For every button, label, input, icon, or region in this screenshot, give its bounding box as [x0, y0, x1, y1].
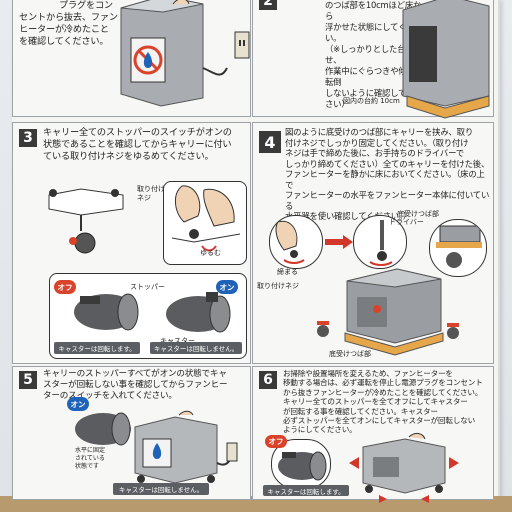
step4-line: しっかり締めてください）全てのキャリーを付けた後、 [285, 158, 490, 169]
step4-flange-label: 底受けつば部 [397, 210, 439, 218]
step3-line: 状態であることを確認してからキャリーに付い [43, 139, 232, 150]
step3-text: キャリー全てのストッパーのスイッチがオンの 状態であることを確認してからキャリー… [43, 127, 248, 163]
step3-zoom-box: ゆるむ [163, 181, 247, 265]
step3-number: 3 [19, 129, 37, 147]
step4-zoom-tighten [269, 215, 323, 269]
caster-screw-illustration [48, 188, 124, 254]
step2-number: 2 [259, 0, 277, 10]
caster-off-icon [74, 293, 139, 331]
step4-line: ファンヒーターを静かに床においてください。（床の上で [285, 169, 485, 190]
step2-text: のつば部を10cmほど床から 浮かせた状態にしてください。 （※しっかりとした台… [325, 0, 425, 110]
step3-stopper-box: オフ オン ストッパー キャスター キャスターは回転します。 キャスターは回転し… [49, 273, 247, 359]
step3-panel: 3 キャリー全てのストッパーのスイッチがオンの 状態であることを確認してからキャ… [12, 122, 251, 364]
step3-off-badge: オフ [54, 280, 76, 294]
hand-tightening-screw-icon [275, 220, 305, 264]
step5-stopper-note: 水平に固定 されている 状態です [75, 447, 106, 470]
step2-panel: 2 のつば部を10cmほど床から 浮かせた状態にしてください。 （※しっかりとし… [252, 0, 494, 119]
step2-stand-label: 図内の台約 10cm [343, 97, 400, 105]
step6-text: お掃除や設置場所を変えるため、ファンヒーターを 移動する場合は、必ず運転を停止し… [283, 369, 491, 435]
step3-line: ている取り付けネジをゆるめてください。 [43, 151, 214, 162]
red-arrow-icon [325, 235, 353, 249]
step4-line: ファンヒーターの水平をファンヒーター本体に付いている [285, 190, 490, 211]
step5-line: スターが回転しない事を確認してからファンヒー [43, 380, 228, 390]
step4-screw-label: 取り付けネジ [257, 282, 299, 290]
step4-zoom-flange [429, 219, 487, 277]
step4-tighten-label: 締まる [277, 268, 298, 276]
step6-line: 移動する場合は、必ず運転を停止し電源プラグをコンセント [283, 378, 483, 388]
step6-off-badge: オフ [265, 435, 287, 448]
step4-line: 水平器を使い確認してください。） [285, 211, 412, 221]
step2-line: 作業中にぐらつきや傾き・転倒 [325, 66, 423, 87]
step6-line: 必ずストッパーを全てオンにしてキャスターが回転しない [283, 416, 476, 426]
step3-screw-label: 取り付け ネジ [137, 185, 165, 202]
step1-line: プラグをコン [59, 0, 113, 11]
step4-line: 付けネジでしっかり固定してください。（取り付け [285, 137, 469, 148]
step5-caption: キャスターは回転しません。 [113, 483, 209, 495]
step4-zoom-driver [353, 215, 407, 269]
heater-running-illustration [134, 410, 238, 484]
step5-panel: 5 キャリーのストッパーすべてがオンの状態でキャ スターが回転しない事を確認して… [12, 366, 251, 500]
step6-zoom-off [271, 439, 331, 489]
step6-line: キャリー全てのストッパーを全てオフにしてキャスター [283, 397, 468, 407]
step5-on-badge: オン [67, 397, 89, 411]
step4-driver-label: ドライバー [389, 218, 424, 226]
step6-line: お掃除や設置場所を変えるため、ファンヒーターを [283, 369, 453, 378]
caster-on-icon [166, 292, 231, 333]
step4-number: 4 [259, 131, 281, 153]
step3-line: キャリー全てのストッパーのスイッチがオンの [43, 127, 232, 138]
step3-caster-label: キャスター [160, 337, 195, 345]
heater-unplug-illustration [120, 0, 250, 107]
step3-on-caption: キャスターは回転しません。 [150, 342, 242, 354]
step6-panel: 6 お掃除や設置場所を変えるため、ファンヒーターを 移動する場合は、必ず運転を停… [252, 366, 494, 503]
step4-line: ネジは手で締めた後に、お手持ちのドライバーで [285, 148, 464, 158]
heater-moving-illustration [349, 432, 459, 503]
caster-right-icon [447, 323, 459, 339]
step6-number: 6 [259, 371, 277, 389]
step2-line: （※しっかりとした台に載せ、 [325, 44, 422, 65]
step5-line: ターのスイッチを入れてください。 [43, 391, 177, 401]
step4-text: 図のように底受けのつば部にキャリーを挟み、取り 付けネジでしっかり固定してくださ… [285, 127, 491, 222]
flange-caster-icon [436, 225, 482, 268]
step6-line: ようにしてください。 [283, 425, 357, 435]
caster-off-closeup-icon [278, 451, 327, 481]
step6-line: から抜きファンヒーターが冷めたことを確認してください。 [283, 387, 483, 397]
step5-text: キャリーのストッパーすべてがオンの状態でキャ スターが回転しない事を確認してから… [43, 369, 248, 402]
caster-left-icon [317, 321, 329, 337]
caster-on-closeup-icon [75, 412, 131, 446]
hand-loosening-screw-icon [171, 185, 241, 252]
heater-on-stand-illustration [402, 0, 490, 119]
step3-stopper-label: ストッパー [130, 283, 165, 291]
step5-line: キャリーのストッパーすべてがオンの状態でキャ [43, 369, 227, 379]
step3-off-caption: キャスターは回転します。 [54, 342, 140, 354]
step5-number: 5 [19, 371, 37, 389]
step1-line: を確認してください。 [19, 36, 109, 47]
step1-line: ヒーターが冷めたこと [19, 24, 109, 35]
step6-line: が回転する事を確認してください。キャスター [283, 406, 438, 416]
step3-on-badge: オン [216, 280, 238, 294]
step1-text: プラグをコン セントから抜去、ファン ヒーターが冷めたこと を確認してください。 [19, 0, 119, 48]
heater-with-casters-illustration [344, 268, 444, 356]
step4-line: 図のように底受けのつば部にキャリーを挟み、取り [285, 127, 474, 137]
step2-line: のつば部を10cmほど床から [325, 0, 422, 21]
screwdriver-icon [369, 220, 393, 266]
step2-line: しないように確認してください） [325, 88, 423, 109]
step4-bottom-label: 底受けつば部 [329, 350, 371, 358]
step2-line: 浮かせた状態にしてください。 [325, 22, 423, 43]
step1-line: セントから抜去、ファン [19, 12, 118, 23]
step3-loosen-label: ゆるむ [200, 249, 221, 257]
step6-caption: キャスターは回転します。 [263, 485, 349, 496]
step1-panel: プラグをコン セントから抜去、ファン ヒーターが冷めたこと を確認してください。 [12, 0, 251, 117]
step4-panel: 4 図のように底受けのつば部にキャリーを挟み、取り 付けネジでしっかり固定してく… [252, 122, 494, 364]
